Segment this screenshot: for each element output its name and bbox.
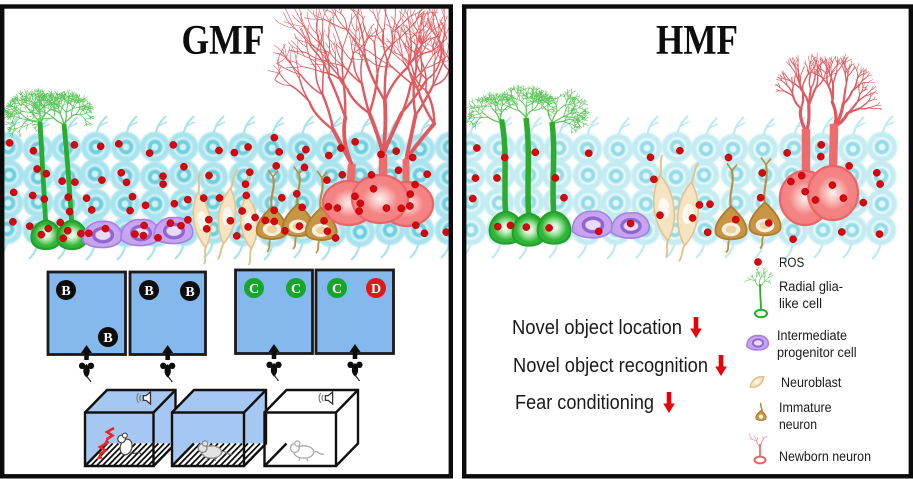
svg-text:Neuroblast: Neuroblast [781,375,842,390]
svg-text:B: B [61,284,70,299]
svg-text:neuron: neuron [779,417,817,432]
svg-text:Fear conditioning: Fear conditioning [515,391,654,414]
svg-text:C: C [291,282,301,297]
svg-text:Newborn neuron: Newborn neuron [779,449,871,464]
svg-text:Immature: Immature [779,400,832,415]
svg-text:Novel object recognition: Novel object recognition [513,354,708,377]
svg-text:C: C [249,282,259,297]
svg-text:Radial glia-: Radial glia- [779,279,843,294]
svg-text:B: B [144,284,153,299]
svg-text:C: C [332,282,342,297]
svg-text:B: B [185,285,194,300]
svg-text:D: D [371,282,381,297]
svg-text:Intermediate: Intermediate [777,328,847,343]
svg-text:like cell: like cell [779,296,822,311]
svg-text:GMF: GMF [182,18,265,64]
svg-text:B: B [103,331,112,346]
svg-text:Novel object location: Novel object location [512,316,682,339]
svg-text:progenitor cell: progenitor cell [777,345,857,360]
svg-text:ROS: ROS [779,255,804,270]
svg-text:HMF: HMF [656,18,738,64]
